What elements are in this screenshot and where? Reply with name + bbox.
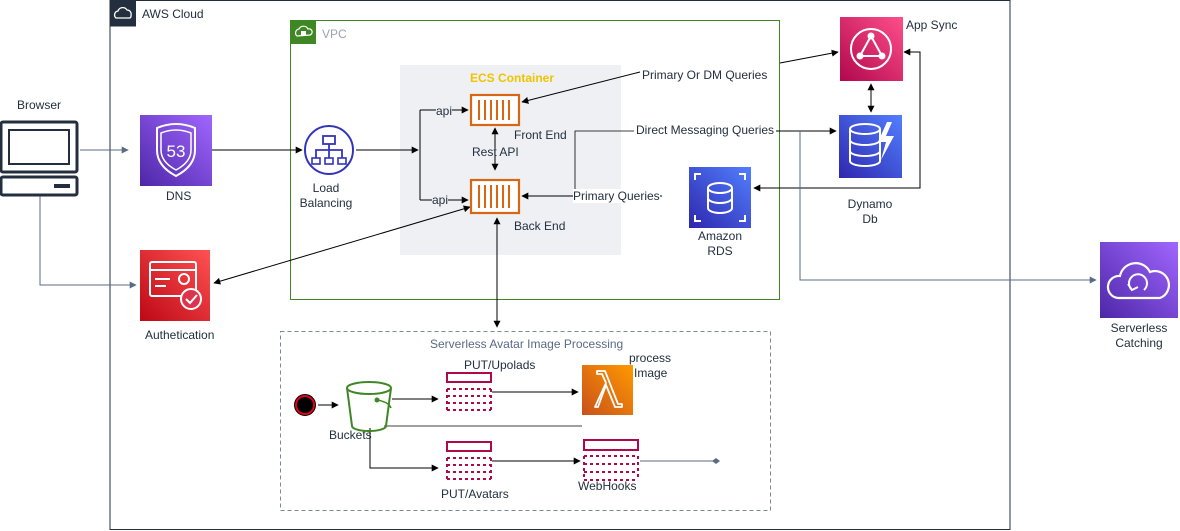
api-bottom-label: api xyxy=(432,193,449,207)
serverless-caching-icon xyxy=(1100,242,1178,318)
ecs-container-label: ECS Container xyxy=(470,71,555,85)
serverless-group xyxy=(280,331,771,511)
aws-cloud-label: AWS Cloud xyxy=(142,7,204,21)
frontend-container-icon xyxy=(469,93,521,127)
edge-caching xyxy=(799,131,1097,284)
rds-icon xyxy=(689,167,751,228)
edge-browser-auth xyxy=(39,196,137,289)
webhooks-queue-icon xyxy=(583,439,639,481)
backend-container-icon xyxy=(469,178,521,215)
edge-to-appsync xyxy=(779,49,839,64)
authentication-icon xyxy=(140,250,210,321)
diamond-end xyxy=(712,458,720,464)
aws-cloud-badge xyxy=(110,0,136,27)
aws-cloud-group xyxy=(109,0,1011,530)
browser-icon xyxy=(0,120,79,197)
lambda-icon xyxy=(582,365,633,415)
serverless-caching-label-1: Serverless xyxy=(1110,321,1168,335)
lock-icon xyxy=(301,31,306,35)
vpc-label: VPC xyxy=(322,27,347,41)
serverless-group-label: Serverless Avatar Image Processing xyxy=(430,337,624,351)
dynamodb-icon xyxy=(839,115,902,178)
put-uploads-label: PUT/Upolads xyxy=(464,358,536,372)
edge-backend-auth xyxy=(213,205,471,285)
authentication-label: Authetication xyxy=(145,328,215,342)
put-avatars-label: PUT/Avatars xyxy=(441,487,509,501)
route53-dns-icon: 53 xyxy=(140,115,212,186)
edge-label-primary-dm: Primary Or DM Queries xyxy=(642,68,768,82)
dns-badge-text: 53 xyxy=(167,142,186,161)
s3-bucket-icon xyxy=(346,381,392,432)
browser-label: Browser xyxy=(17,98,62,112)
dynamo-label-2: Db xyxy=(862,212,878,226)
edge-primary-dm xyxy=(521,71,641,104)
put-uploads-queue-icon xyxy=(446,372,492,411)
edge-label-primary-queries: Primary Queries xyxy=(573,189,660,203)
buckets-label: Buckets xyxy=(329,428,372,442)
load-balancing-label-2: Balancing xyxy=(299,196,353,210)
put-avatars-queue-icon xyxy=(446,441,492,480)
edge-rds-appsync xyxy=(753,48,921,192)
ecs-container-group xyxy=(400,65,621,255)
rds-label-2: RDS xyxy=(707,244,733,258)
appsync-icon xyxy=(840,17,903,81)
cloud-icon xyxy=(113,6,132,19)
edge-bucket-avatars xyxy=(369,428,439,472)
load-balancer-icon xyxy=(304,125,354,175)
rest-api-label: Rest API xyxy=(472,145,519,159)
dns-label: DNS xyxy=(166,189,192,203)
serverless-caching-label-2: Catching xyxy=(1115,336,1163,350)
edge-label-direct-messaging: Direct Messaging Queries xyxy=(636,123,775,137)
appsync-label: App Sync xyxy=(906,18,958,32)
process-label-1: process xyxy=(629,351,672,365)
back-end-label: Back End xyxy=(514,219,566,233)
api-top-label: api xyxy=(436,104,453,118)
dynamo-label-1: Dynamo xyxy=(847,197,893,211)
webhooks-label: WebHooks xyxy=(578,479,637,493)
edge-dm-backend xyxy=(574,130,634,196)
start-event-core xyxy=(297,397,313,413)
load-balancing-label-1: Load xyxy=(312,181,340,195)
rds-label-1: Amazon xyxy=(697,229,743,243)
process-label-2: Image xyxy=(634,366,668,380)
front-end-label: Front End xyxy=(514,128,567,142)
vpc-cloud-icon xyxy=(295,25,313,37)
